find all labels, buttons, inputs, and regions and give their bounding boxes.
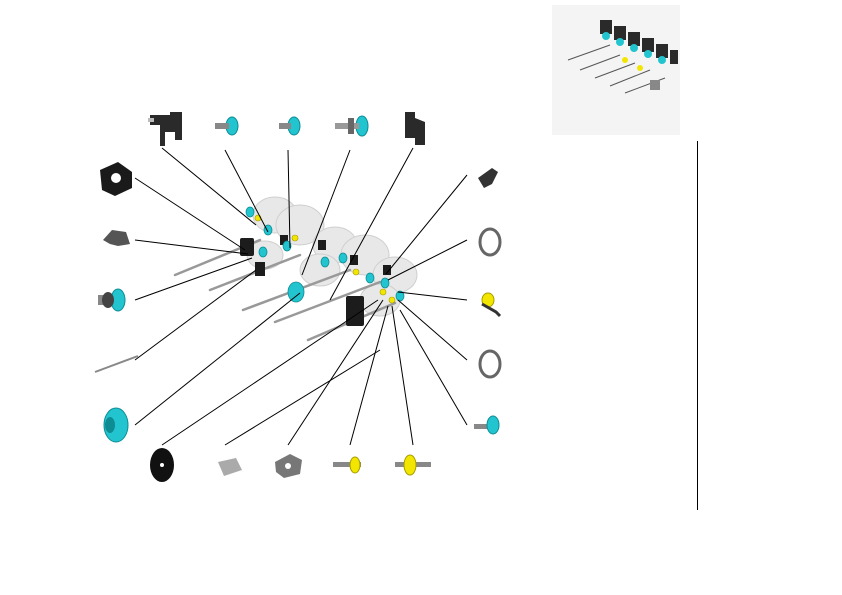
lever-icon — [478, 168, 498, 188]
hub-icon — [275, 454, 302, 478]
divider-line — [697, 141, 698, 510]
bracket-icon — [148, 112, 182, 146]
plate-icon — [100, 162, 132, 196]
clip-icon — [103, 230, 130, 246]
spring-icon — [478, 227, 502, 257]
gear-icon — [474, 415, 500, 435]
bracket-icon — [405, 112, 425, 145]
gear-icon — [98, 288, 126, 312]
cam-icon — [481, 292, 502, 318]
leader-lines — [134, 147, 468, 446]
inset-thumbnail — [552, 5, 680, 135]
spring-icon — [478, 349, 502, 379]
gear-icon — [103, 407, 129, 443]
plate-icon — [218, 458, 242, 476]
gear-icon — [215, 116, 239, 136]
central-assembly — [173, 196, 418, 342]
shaft-icon — [94, 355, 139, 373]
disc-icon — [150, 448, 174, 482]
yellow-gear-icon — [395, 454, 431, 476]
gear-shaft-icon — [335, 115, 369, 137]
gear-icon — [279, 116, 301, 136]
yellow-gear-icon — [333, 456, 361, 474]
